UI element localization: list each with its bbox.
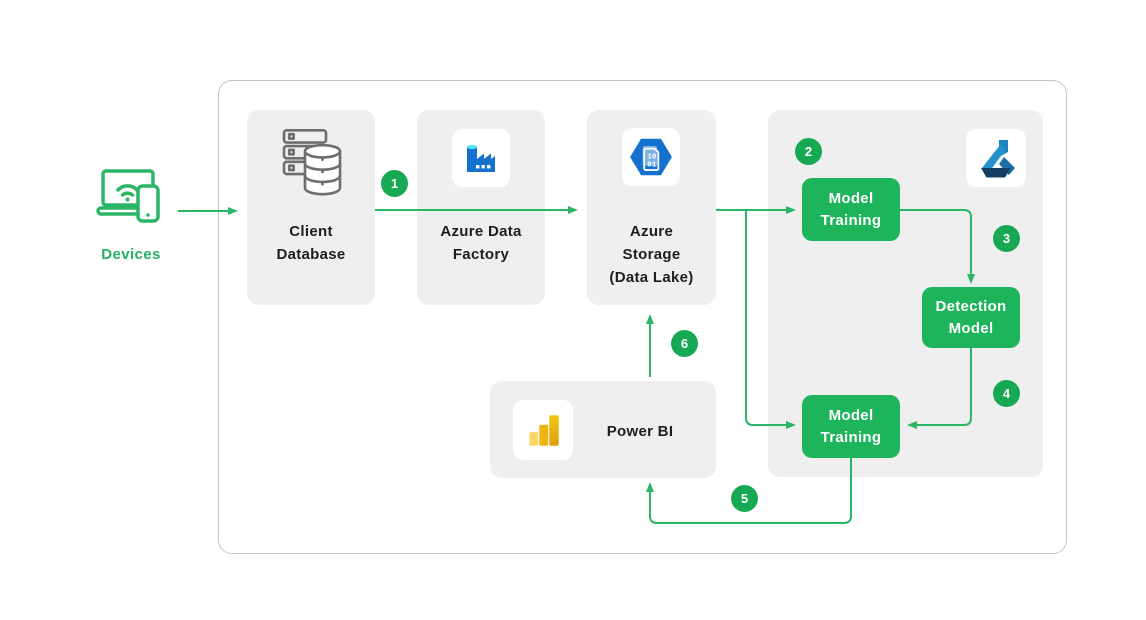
powerbi-bars-icon [529,415,559,446]
step-badge-5: 5 [731,485,758,512]
step-badge-2: 2 [795,138,822,165]
power-bi-label: Power BI [606,423,674,440]
power-bi-tile [513,400,573,460]
step-badge-4: 4 [993,380,1020,407]
node-model-training-top: Model Training [802,178,900,241]
laptop-phone-icon [96,169,160,223]
azure-ml-flask-icon [981,140,1015,178]
storage-icon-text-2: 01 [647,161,657,169]
server-database-icon [282,128,342,196]
node-model-training-bottom: Model Training [802,395,900,458]
azure-storage-label: Azure Storage (Data Lake) [609,223,694,286]
node-detection-model: Detection Model [922,287,1020,348]
azure-data-factory-label: Azure Data Factory [440,223,522,263]
step-badge-6: 6 [671,330,698,357]
client-database-label: Client Database [276,223,346,263]
step-badge-1: 1 [381,170,408,197]
devices-label: Devices [101,246,161,263]
azure-ml-tile [966,129,1026,187]
factory-icon [467,144,495,172]
data-factory-tile [452,129,510,187]
storage-icon-text-1: 10 [647,153,657,161]
step-badge-3: 3 [993,225,1020,252]
storage-hexagon-icon: 10 01 [630,138,672,176]
storage-tile: 10 01 [622,128,680,186]
